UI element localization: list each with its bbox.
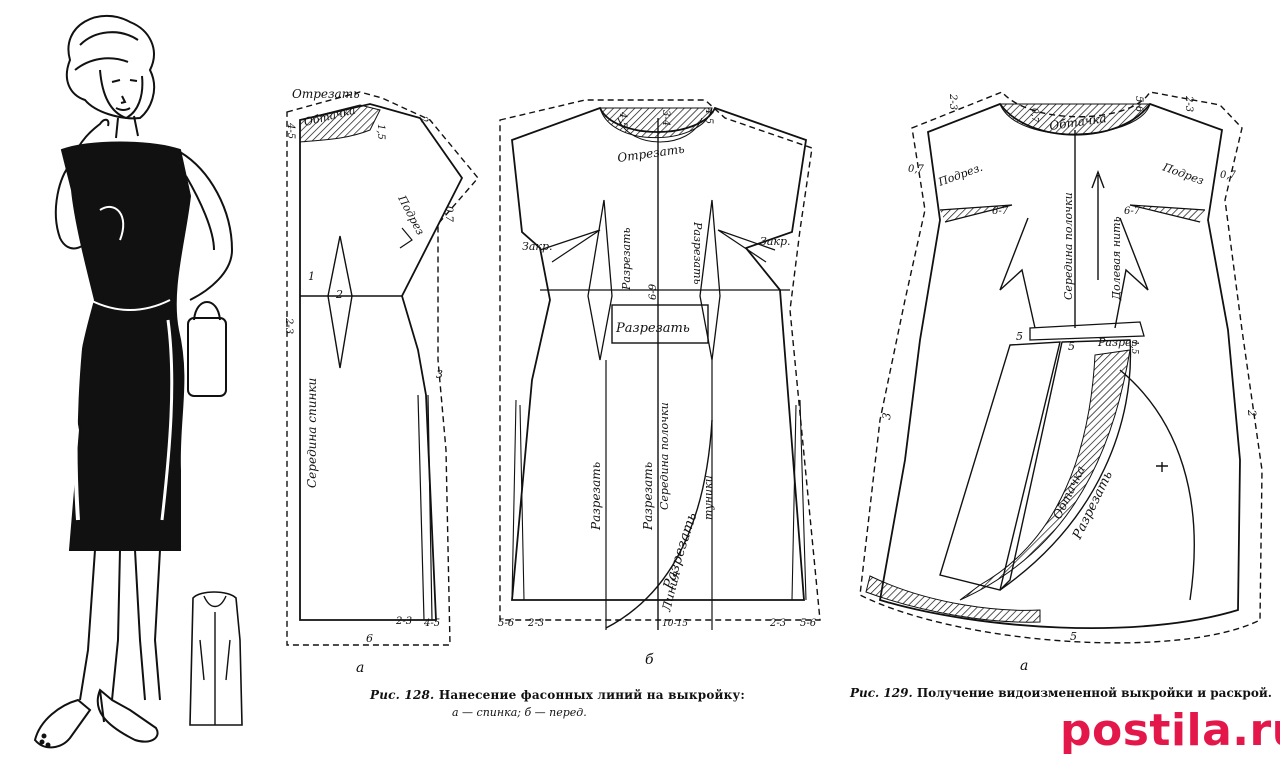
label-m6-a: 6 bbox=[366, 632, 373, 645]
fig128-panel-a bbox=[286, 91, 479, 646]
label-otrezat-a: Отрезать bbox=[292, 87, 360, 101]
fig128-caption-sub: а — спинка; б — перед. bbox=[452, 706, 587, 719]
label-seredina-polochki-b: Середина полочки bbox=[658, 402, 671, 510]
fig129-pattern bbox=[859, 91, 1263, 644]
label-m3-129: 3 bbox=[880, 412, 894, 420]
label-m07-a: 0,7 bbox=[443, 206, 454, 223]
woman-illustration bbox=[33, 14, 243, 749]
label-m56r-b: 5-6 bbox=[800, 618, 817, 629]
label-otrezat-b: Отрезать bbox=[616, 142, 685, 165]
label-razrezat-mid: Разрезать bbox=[641, 462, 655, 531]
label-m2-129: 2 bbox=[1245, 408, 1259, 417]
label-m56-129: 5-6 bbox=[1133, 96, 1144, 113]
fig128-caption-title: Рис. 128. bbox=[370, 688, 435, 702]
fig128-caption: Рис. 128. Нанесение фасонных линий на вы… bbox=[370, 688, 745, 702]
label-m15-a: 1,5 bbox=[375, 124, 386, 140]
label-m67l-129: 6-7 bbox=[992, 206, 1009, 217]
label-m07r-129: 0,7 bbox=[1220, 170, 1237, 181]
fig129-labels: 2-3 Обтачка 0,7 5-6 2-3 0,7 Подрез. Сере… bbox=[880, 93, 1258, 674]
label-m5a-129: 5 bbox=[1016, 330, 1023, 343]
label-m45-a: 4-5 bbox=[285, 122, 296, 139]
panel-b-letter: б bbox=[645, 652, 654, 668]
label-seredina-spinki: Середина спинки bbox=[305, 378, 319, 488]
label-seredina-polochki-129: Середина полочки bbox=[1062, 192, 1075, 300]
fig129-caption: Рис. 129. Получение видоизмененной выкро… bbox=[850, 686, 1272, 700]
fig129-caption-title: Рис. 129. bbox=[850, 686, 913, 700]
fig128-panel-b bbox=[499, 99, 821, 630]
label-m23-a: 2-3 bbox=[283, 317, 294, 334]
label-m5bottom-129: 5 bbox=[1070, 630, 1077, 643]
label-m07l-129: 0,7 bbox=[908, 164, 925, 175]
label-podrez-left: Подрез. bbox=[936, 161, 985, 189]
fig128-caption-text: Нанесение фасонных линий на выкройку: bbox=[438, 688, 745, 702]
watermark: postila.ru bbox=[1060, 705, 1280, 756]
label-razrezat-right-dart: Разрезать bbox=[691, 221, 704, 285]
label-liniya: Линия bbox=[659, 569, 683, 614]
label-m23r-129: 2-3 bbox=[1183, 95, 1194, 112]
fig129-letter: а bbox=[1020, 658, 1028, 674]
fig129-caption-text: Получение видоизмененной выкройки и раск… bbox=[916, 686, 1272, 700]
panel-a-labels: Отрезать Обтачка 4-5 1,5 2 Подрез 0,7 1 … bbox=[283, 87, 454, 676]
label-podrez-a: Подрез bbox=[395, 192, 427, 237]
label-m34-b: 3-4 bbox=[660, 110, 671, 126]
label-m1015-b: 10-15 bbox=[662, 619, 688, 629]
label-m2b-a: 2 bbox=[335, 288, 343, 301]
label-dolevaya-nit: Долевая нить bbox=[1110, 216, 1123, 301]
label-m56l-b: 5-6 bbox=[498, 618, 515, 629]
label-m23b-a: 2-3 bbox=[395, 616, 412, 627]
label-razrezat-low: Разрезать bbox=[589, 462, 603, 531]
label-m23-129: 2-3 bbox=[947, 93, 958, 110]
label-razrezat-bar: Разрезать bbox=[615, 321, 690, 336]
panel-a-letter: а bbox=[356, 660, 364, 676]
label-tuniki: туники bbox=[702, 475, 715, 520]
label-m1-a: 1 bbox=[308, 270, 315, 283]
label-m3-a: 3 bbox=[436, 368, 443, 381]
label-m23l-b: 2-3 bbox=[527, 618, 544, 629]
label-m23r-b: 2-3 bbox=[769, 618, 786, 629]
label-m45l-b: 4-5 bbox=[617, 111, 628, 128]
label-m2-a: 2 bbox=[417, 114, 430, 125]
label-zakr-right: Закр. bbox=[760, 235, 791, 248]
label-podrez-right: Подрез bbox=[1160, 160, 1206, 187]
label-razrezat-left-dart: Разрезать bbox=[620, 228, 633, 292]
label-m45r-b: 4-5 bbox=[703, 107, 714, 124]
label-zakr-left: Закр. bbox=[522, 240, 553, 253]
label-m07t-129: 0,7 bbox=[1029, 108, 1039, 123]
label-razrez-129: Разрез bbox=[1097, 336, 1138, 349]
label-m69-b: 6-9 bbox=[648, 283, 659, 300]
label-m45b-a: 4-5 bbox=[423, 618, 440, 629]
label-m5b-129: 5 bbox=[1068, 340, 1075, 353]
label-m15-129: 1,5 bbox=[1129, 340, 1139, 355]
label-m67r-129: 6-7 bbox=[1124, 206, 1141, 217]
